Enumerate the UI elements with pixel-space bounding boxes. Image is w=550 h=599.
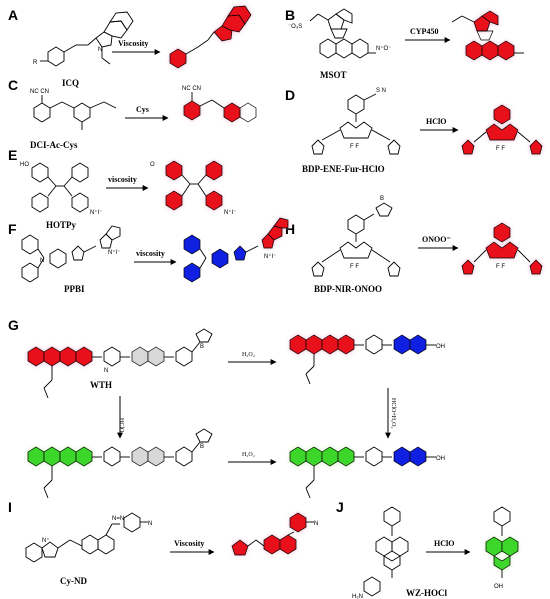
- compound-name-hotpy: HOTPy: [46, 220, 77, 230]
- panel-j: H₂N WZ-HOCl HClO OH: [352, 506, 519, 599]
- compound-name-bdp-nir-onoo: BDP-NIR-ONOO: [314, 284, 382, 294]
- bdp-nir-onoo-structure: [311, 202, 401, 277]
- bdp-product-h: [461, 222, 543, 275]
- panel-d: F F S N BDP-ENE-Fur-HClO HClO F F: [302, 88, 543, 174]
- trigger-label-j: HClO: [434, 539, 454, 548]
- bdp-product-d: [461, 104, 543, 155]
- panel-letter-h: H: [285, 221, 295, 237]
- amine-label-j: H₂N: [352, 594, 363, 599]
- wth-product-combo: [289, 446, 436, 499]
- panel-b: ⁻O₃S N⁺O⁻ MSOT CYP450: [288, 8, 524, 80]
- product-hydroxyl-label-j: OH: [494, 584, 503, 590]
- trigger-label-g-h2o2-top: H₂O₂: [242, 352, 255, 358]
- nitrile-label-c: NC CN: [30, 89, 49, 95]
- trigger-label-a: Viscosity: [118, 39, 148, 48]
- trigger-label-g-combo: HClO+H₂O₂: [390, 398, 396, 429]
- product-bf2-label-h: F F: [496, 264, 505, 270]
- hotpy-product: [165, 160, 223, 211]
- product-dimethylamine-label-i: N: [314, 521, 318, 527]
- msot-structure: [309, 8, 376, 59]
- panel-e: HO N⁺I⁻ HOTPy viscosity O N⁺I⁻: [20, 160, 236, 230]
- hydroxyl-label-g4: OH: [436, 456, 445, 462]
- panel-letter-b: B: [285, 7, 295, 23]
- bdp-ene-fur-hclo-structure: [311, 93, 401, 155]
- product-oxo-label-e: O: [150, 162, 155, 168]
- compound-name-dci-ac-cys: DCI-Ac-Cys: [30, 140, 78, 150]
- trigger-label-c: Cys: [136, 105, 149, 114]
- wz-hocl-product: [485, 506, 519, 578]
- panel-letter-f: F: [8, 221, 17, 237]
- dimethylamine-label-i: N: [148, 521, 152, 527]
- panel-letter-c: C: [8, 77, 18, 93]
- trigger-label-h: ONOO⁻: [422, 235, 451, 244]
- boron-label-g1: B: [200, 344, 204, 350]
- panel-i: N⁺ N=N N Cy-ND Viscosity N: [25, 512, 318, 586]
- product-pyridinium-label-e: N⁺I⁻: [224, 209, 236, 216]
- pyridinium-label-e: N⁺I⁻: [90, 209, 102, 216]
- panel-letter-i: I: [8, 499, 12, 515]
- icq-structure: [40, 11, 134, 67]
- product-indolium-label-f: N⁺I⁻: [264, 253, 276, 260]
- trigger-label-e: viscosity: [108, 175, 137, 184]
- wth-structure: [27, 328, 213, 399]
- panel-f: N N⁺I⁻ PPBI viscosity N⁺I⁻: [21, 217, 289, 294]
- product-bf2-label-d: F F: [496, 146, 505, 152]
- panel-c: NC CN DCI-Ac-Cys Cys NC CN: [30, 86, 257, 150]
- dci-ac-cys-structure: [33, 95, 117, 130]
- azo-label-i: N=N: [112, 516, 124, 522]
- n-oxide-label-b: N⁺O⁻: [376, 45, 391, 52]
- wth-product-hclo: [27, 428, 213, 499]
- cy-nd-product: [231, 512, 314, 556]
- indolium-label-i: N⁺: [42, 537, 50, 544]
- panel-letter-d: D: [285, 87, 295, 103]
- r-group-label-a: R: [33, 60, 38, 66]
- compound-name-msot: MSOT: [320, 70, 347, 80]
- boronate-label-h: B: [380, 196, 384, 202]
- compound-name-wth: WTH: [90, 380, 112, 390]
- trigger-label-f: viscosity: [136, 249, 165, 258]
- boron-label-g3: B: [200, 444, 204, 450]
- wz-hocl-structure: [363, 506, 409, 597]
- bf2-label-d: F F: [350, 144, 359, 150]
- compound-name-wz-hocl: WZ-HOCl: [406, 588, 448, 598]
- hotpy-structure: [31, 162, 89, 213]
- compound-name-bdp-ene-fur-hclo: BDP-ENE-Fur-HClO: [302, 164, 385, 174]
- hydroxy-label-e: HO: [20, 162, 29, 168]
- panel-a: R N ICQ Viscosity: [33, 5, 252, 88]
- bf2-label-h: F F: [350, 264, 359, 270]
- panel-letter-a: A: [8, 7, 18, 23]
- panel-letter-j: J: [336, 499, 344, 515]
- sulfonate-label-b: ⁻O₃S: [288, 24, 302, 30]
- compound-name-ppbi: PPBI: [64, 284, 85, 294]
- icq-product: [169, 5, 252, 69]
- msot-product: [451, 10, 524, 61]
- panel-letter-e: E: [8, 147, 17, 163]
- indolium-label-f: N⁺I⁻: [108, 249, 120, 256]
- panel-g: B N WTH H₂O₂ OH: [27, 328, 445, 499]
- ppbi-structure: [21, 225, 121, 283]
- ppbi-product: [183, 217, 289, 283]
- product-nitrile-label-c: NC CN: [182, 86, 201, 92]
- trigger-label-d: HClO: [426, 117, 446, 126]
- trigger-label-b: CYP450: [410, 27, 438, 36]
- dci-product: [183, 92, 257, 123]
- compound-name-icq: ICQ: [62, 78, 79, 88]
- nitrogen-label-g1: N: [104, 368, 108, 374]
- hydroxyl-label-g2: OH: [436, 344, 445, 350]
- thiocarbamate-label-d: S N: [376, 88, 386, 94]
- panel-letter-g: G: [8, 317, 19, 333]
- trigger-label-g-h2o2-bottom: H₂O₂: [242, 452, 255, 458]
- nitrogen-label-a: N: [98, 47, 102, 53]
- trigger-label-i: Viscosity: [174, 539, 204, 548]
- panel-h: B F F BDP-NIR-ONOO ONOO⁻ F F: [311, 196, 543, 294]
- cy-nd-structure: [25, 512, 148, 563]
- wth-product-h2o2: [289, 334, 436, 385]
- amine-label-f: N: [40, 258, 44, 264]
- compound-name-cy-nd: Cy-ND: [60, 576, 87, 586]
- trigger-label-g-hclo: HClO: [118, 418, 124, 433]
